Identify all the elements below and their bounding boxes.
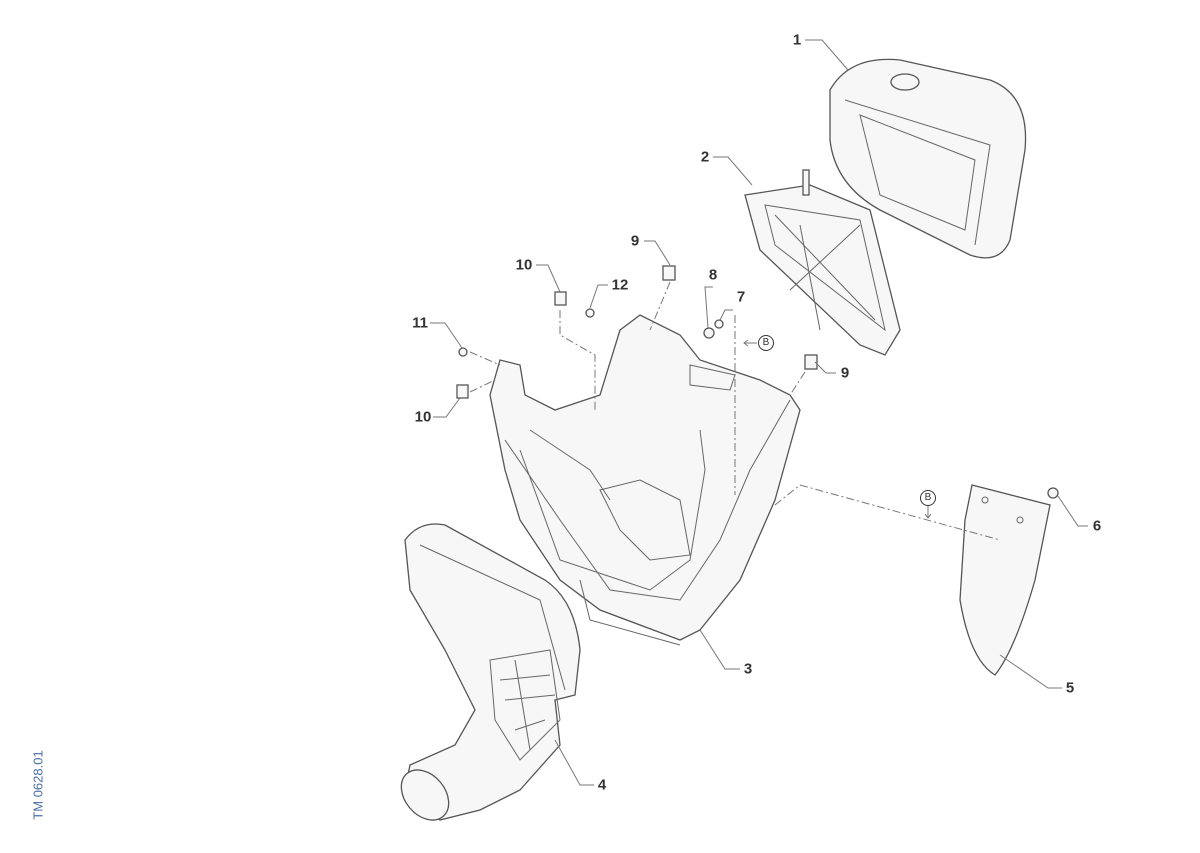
callout-7: 7 (736, 288, 746, 306)
hardware-parts (456, 265, 1059, 499)
leader-lines (430, 39, 1088, 786)
callout-6: 6 (1092, 517, 1102, 535)
part-2-filter-frame (744, 169, 901, 356)
callout-9-right: 9 (840, 364, 850, 382)
part-10-clip-a (554, 291, 567, 306)
part-9-clip-a (662, 265, 676, 281)
callout-8: 8 (708, 266, 718, 284)
part-12-screw (585, 308, 595, 318)
part-4-intake-duct (400, 523, 581, 821)
callout-9-upper: 9 (630, 232, 640, 250)
callout-11: 11 (412, 314, 428, 332)
callout-10-upper: 10 (515, 256, 533, 274)
part-9-clip-b (804, 354, 818, 370)
part-5-guard (959, 484, 1051, 676)
part-11-screw (458, 347, 468, 357)
callout-1: 1 (792, 31, 802, 49)
part-10-clip-b (456, 384, 469, 399)
drawing-id: TM 0628.01 (30, 750, 46, 820)
part-7-washer (714, 319, 724, 329)
assembly-lines (469, 281, 1001, 541)
part-3-air-box (489, 314, 801, 646)
part-6-bolt (1047, 487, 1059, 499)
part-1-filter-cover (829, 58, 1027, 259)
callout-3: 3 (743, 660, 753, 678)
part-8-nut (703, 327, 715, 339)
reference-b-lower: B (920, 490, 936, 506)
callout-2: 2 (700, 148, 710, 166)
callout-12: 12 (611, 276, 629, 294)
reference-b-upper: B (758, 335, 774, 351)
callout-5: 5 (1065, 679, 1075, 697)
callout-10-lower: 10 (414, 408, 432, 426)
callout-4: 4 (597, 776, 607, 794)
